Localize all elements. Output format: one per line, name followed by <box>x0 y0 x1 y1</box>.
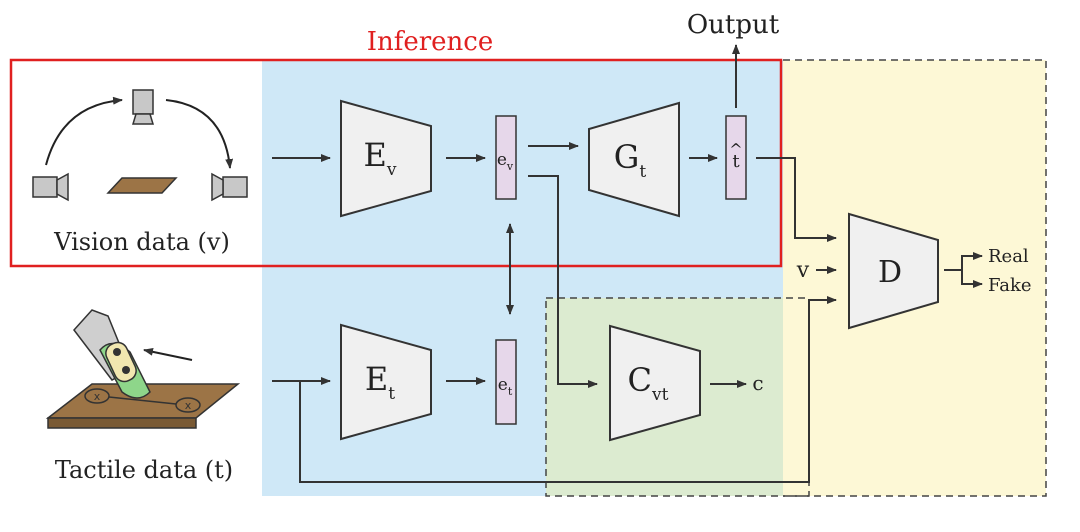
cvt-sub: vt <box>651 385 669 405</box>
classifier-label: Cvt <box>628 361 669 405</box>
ev-main: E <box>364 136 387 174</box>
lat-ev-sub: v <box>506 160 514 173</box>
camera-icon <box>211 172 248 202</box>
lat-et-sub: t <box>508 385 513 398</box>
generated-tactile-hat: ^ <box>729 140 742 159</box>
fake-label: Fake <box>988 275 1032 296</box>
vision-encoder-block <box>340 99 432 218</box>
gt-main: G <box>614 138 640 176</box>
cvt-main: C <box>628 361 652 399</box>
latent-ev-label: ev <box>497 150 514 173</box>
tactile-encoder-block <box>340 323 432 441</box>
camera-icon <box>32 172 69 202</box>
tactile-encoder-label: Et <box>365 360 395 404</box>
discriminator-output-branch <box>944 252 983 271</box>
et-sub: t <box>388 384 395 404</box>
vision-input-label: v <box>796 258 810 283</box>
tactile-data-label: Tactile data (t) <box>55 456 233 484</box>
vision-encoder-label: Ev <box>364 136 397 180</box>
motion-arrow <box>143 347 193 361</box>
board-path <box>108 396 177 405</box>
generated-tactile-label: t <box>732 151 740 172</box>
camera-move-arrow <box>45 96 123 166</box>
camera-icon <box>131 89 155 125</box>
generator-label: Gt <box>614 138 647 182</box>
latent-et <box>495 339 517 425</box>
tactile-sensor-icon <box>73 309 151 399</box>
latent-ev <box>495 115 517 200</box>
generated-to-discriminator-arrow <box>756 157 837 242</box>
board-mark-x: x <box>94 390 101 403</box>
gt-sub: t <box>639 162 646 182</box>
latent-et-label: et <box>498 375 513 398</box>
board-mark <box>84 388 110 404</box>
lat-et-main: e <box>498 375 508 395</box>
plate-icon <box>106 177 178 194</box>
real-label: Real <box>988 246 1029 267</box>
board-edge <box>47 417 197 429</box>
generator-block <box>588 101 680 218</box>
yellow-region-border <box>783 59 1047 497</box>
ev-sub: v <box>386 160 397 180</box>
discriminator-output-branch <box>961 270 983 288</box>
classifier-output-label: c <box>752 371 763 395</box>
generated-tactile <box>725 115 747 200</box>
discriminator-block <box>848 212 939 330</box>
board-mark-x: x <box>185 399 192 412</box>
output-label: Output <box>687 10 780 40</box>
inference-label: Inference <box>367 27 494 57</box>
discriminator-label: D <box>878 255 902 290</box>
camera-move-arrow <box>165 99 234 169</box>
latent-to-classifier-arrow <box>528 175 598 388</box>
lat-ev-main: e <box>497 150 507 170</box>
inference-box <box>9 58 783 268</box>
et-main: E <box>365 360 388 398</box>
vision-data-label: Vision data (v) <box>53 228 230 256</box>
board-mark <box>175 397 201 413</box>
classifier-block <box>609 324 701 442</box>
tactile-to-discriminator-arrow <box>299 296 837 483</box>
